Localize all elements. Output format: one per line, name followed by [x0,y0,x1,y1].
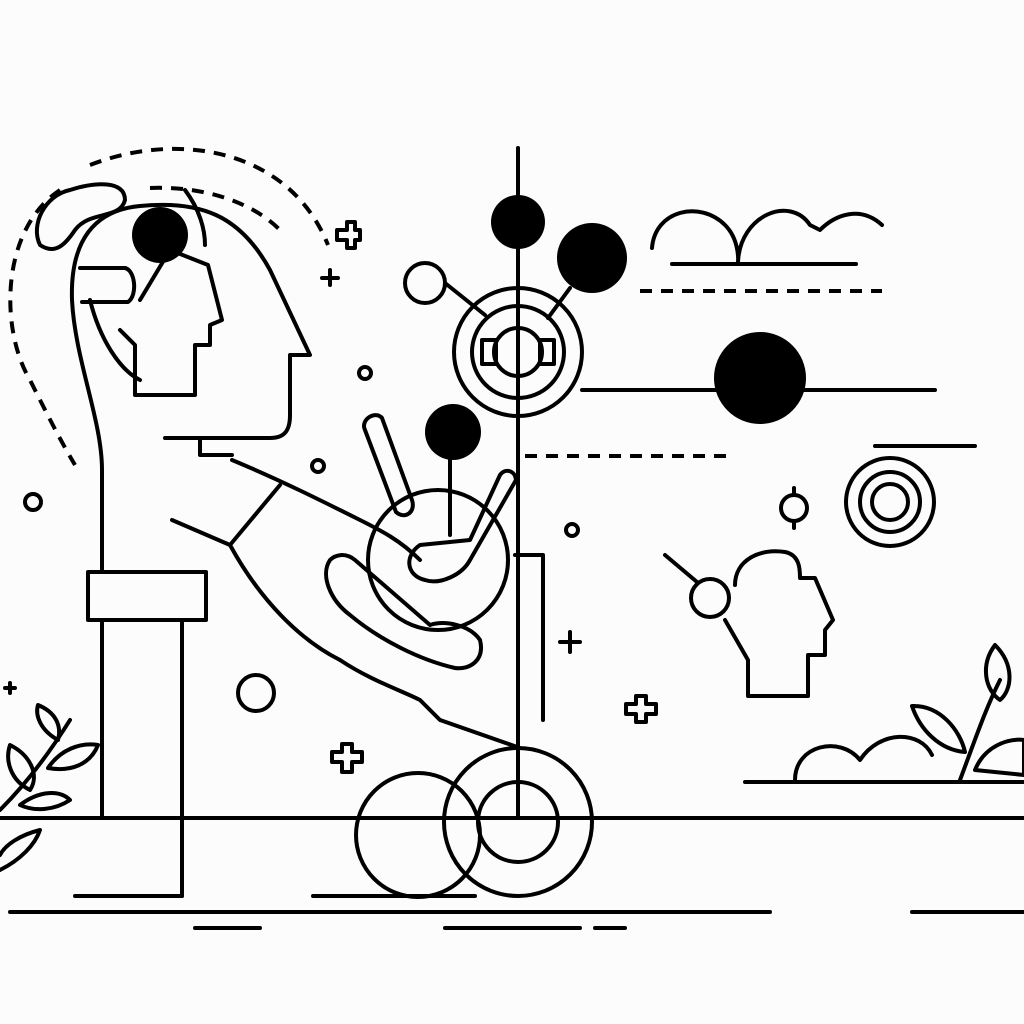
cloud-icon [640,208,977,448]
hand [170,404,522,750]
dot [132,207,188,263]
head-profile-small [663,549,835,698]
head-profile-large [8,146,330,898]
decorative-sparkles [3,220,658,774]
small-target-icon [779,456,936,548]
plant-icon [0,643,1024,872]
wheel-icon [354,746,594,899]
ground-lines [0,816,1024,930]
target-circle-icon [403,146,937,820]
